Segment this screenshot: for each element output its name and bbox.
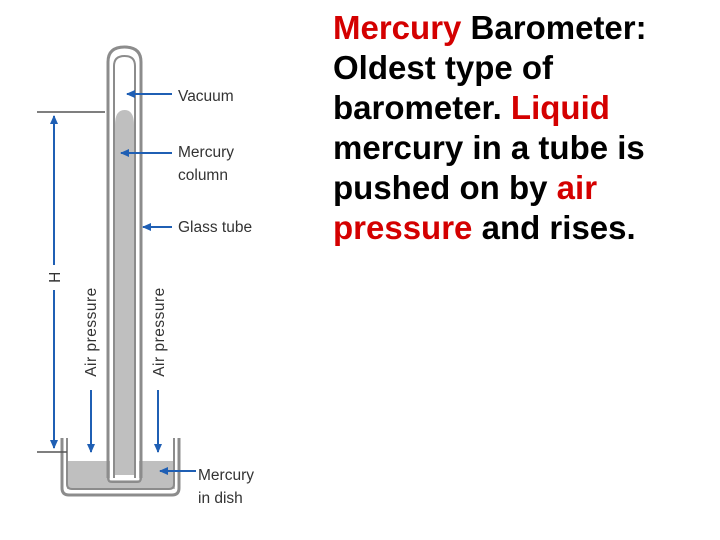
dish-outer-wall (60, 438, 181, 497)
text-mercury-tube: mercury in a tube is pushed on by (333, 129, 645, 206)
glass-tube (106, 45, 143, 483)
mercury-column-label-line1: Mercury (178, 144, 234, 161)
tube-bottom (107, 477, 142, 483)
dish-inner-wall (66, 438, 175, 490)
tube-inner (113, 54, 136, 478)
height-label: H (47, 271, 64, 283)
mercury-dish-label-line1: Mercury (198, 467, 254, 484)
glass-tube-callout: Glass tube (142, 219, 252, 236)
tube-outer (106, 45, 143, 478)
air-pressure-right: Air pressure (151, 287, 168, 453)
mercury-dish-label-line2: in dish (198, 490, 243, 507)
term-air-pressure: air pressure (333, 169, 598, 246)
air-pressure-left: Air pressure (83, 287, 100, 453)
air-pressure-right-label: Air pressure (151, 287, 168, 377)
mercury-column-label-line2: column (178, 167, 228, 184)
term-mercury: Mercury (333, 9, 462, 46)
mercury-dish-callout: Mercury in dish (159, 467, 254, 507)
glass-tube-label: Glass tube (178, 219, 252, 236)
text-rises: and rises. (472, 209, 636, 246)
vacuum-callout: Vacuum (126, 88, 234, 105)
term-liquid: Liquid (510, 89, 610, 126)
height-marker: H (37, 111, 105, 453)
slide-description: Mercury Barometer: Oldest type of barome… (333, 8, 718, 248)
text-barometer-intro: Barometer: Oldest type of barometer. (333, 9, 647, 126)
mercury-column (115, 110, 134, 475)
barometer-diagram: H Air pressure Air pressure Vacuum Mercu… (37, 45, 254, 507)
mercury-column-callout: Mercury column (120, 144, 234, 184)
air-pressure-left-label: Air pressure (83, 287, 100, 377)
vacuum-label: Vacuum (178, 88, 234, 105)
